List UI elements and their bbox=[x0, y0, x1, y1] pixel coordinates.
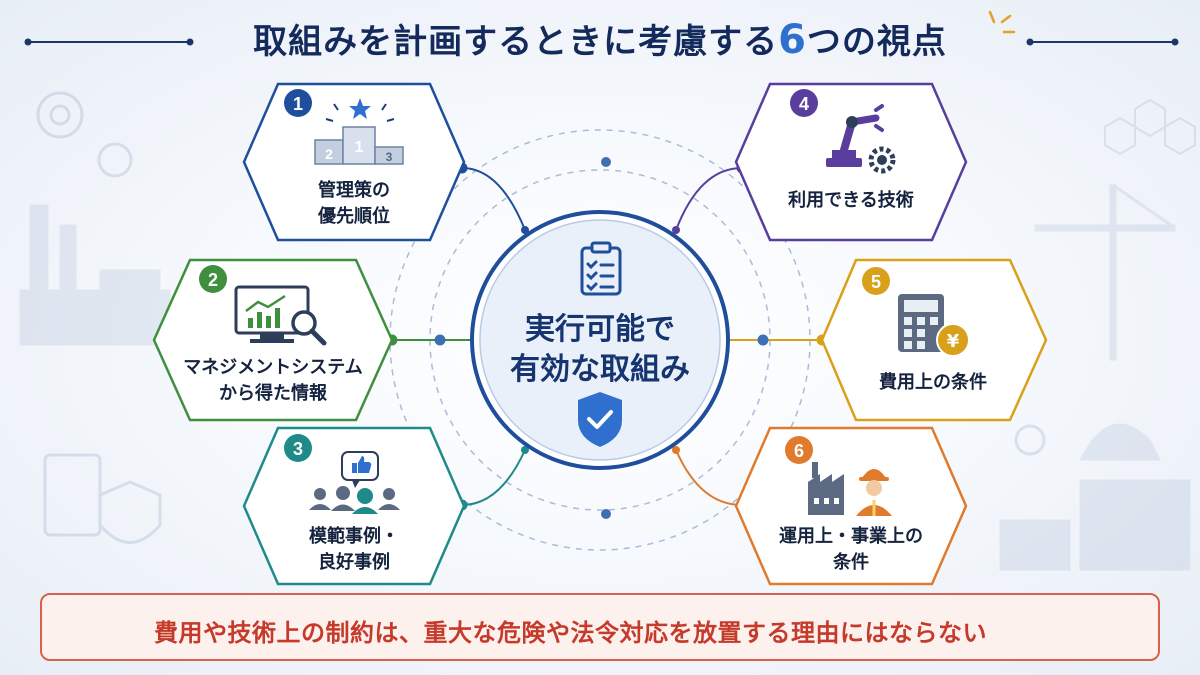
viewpoint-5-label: 費用上の条件 bbox=[853, 370, 1013, 396]
connector-3 bbox=[461, 449, 526, 506]
title-sparkle-icon bbox=[988, 10, 1016, 34]
center-label: 実行可能で 有効な取組み bbox=[490, 310, 710, 390]
robot-arm-gear-icon bbox=[826, 104, 896, 174]
podium-label-2: 2 bbox=[325, 146, 333, 162]
hexagon-2-number: 2 bbox=[208, 270, 218, 290]
warning-text: 費用や技術上の制約は、重大な危険や法令対応を放置する理由にはならない bbox=[154, 619, 987, 647]
viewpoint-6-label: 運用上・事業上の 条件 bbox=[767, 524, 935, 576]
factory-worker-icon bbox=[808, 462, 892, 516]
connector-6 bbox=[675, 449, 743, 506]
hexagon-6-number: 6 bbox=[794, 441, 804, 461]
viewpoint-4-line1: 利用できる技術 bbox=[788, 190, 914, 211]
viewpoint-3-line1: 模範事例・ bbox=[309, 526, 399, 547]
viewpoint-6-line1: 運用上・事業上の bbox=[779, 526, 923, 547]
clipboard-checklist-icon bbox=[580, 241, 622, 296]
connector-4 bbox=[675, 167, 743, 231]
title-rule-right bbox=[1026, 38, 1179, 46]
title-rule-left bbox=[24, 38, 194, 46]
calculator-yen-icon: ¥ bbox=[898, 294, 970, 357]
title-number: 6 bbox=[778, 17, 807, 63]
viewpoint-2-line2: から得た情報 bbox=[219, 383, 327, 404]
connector-1 bbox=[461, 167, 526, 231]
center-circle bbox=[470, 210, 730, 470]
title-suffix: つの視点 bbox=[806, 22, 947, 62]
viewpoint-5-line1: 費用上の条件 bbox=[879, 372, 987, 393]
hexagon-6: 6 bbox=[734, 426, 968, 586]
warning-banner: 費用や技術上の制約は、重大な危険や法令対応を放置する理由にはならない bbox=[40, 593, 1160, 661]
yen-symbol: ¥ bbox=[947, 331, 960, 352]
viewpoint-6-line2: 条件 bbox=[833, 552, 869, 573]
hexagon-5-number: 5 bbox=[871, 272, 881, 292]
viewpoint-4-label: 利用できる技術 bbox=[771, 188, 931, 214]
center-line1: 実行可能で bbox=[525, 312, 675, 347]
hexagon-4-number: 4 bbox=[799, 94, 809, 114]
podium-label-3: 3 bbox=[386, 150, 393, 164]
hexagon-1-number: 1 bbox=[293, 94, 303, 114]
podium-label-1: 1 bbox=[355, 139, 364, 156]
center-line2: 有効な取組み bbox=[510, 352, 690, 387]
page-title: 取組みを計画するときに考慮する6つの視点 bbox=[0, 14, 1200, 63]
monitor-analytics-icon bbox=[234, 285, 327, 346]
viewpoint-1-label: 管理策の 優先順位 bbox=[274, 178, 434, 230]
team-thumbs-up-icon bbox=[309, 451, 400, 514]
viewpoint-1-line1: 管理策の bbox=[318, 180, 390, 201]
viewpoint-3-label: 模範事例・ 良好事例 bbox=[274, 524, 434, 576]
viewpoint-2-label: マネジメントシステム から得た情報 bbox=[166, 355, 380, 407]
viewpoint-2-line1: マネジメントシステム bbox=[183, 357, 363, 378]
shield-check-icon bbox=[578, 392, 622, 447]
ring-dot-top bbox=[601, 157, 611, 167]
viewpoint-3-line2: 良好事例 bbox=[318, 552, 390, 573]
viewpoint-1-line2: 優先順位 bbox=[318, 206, 390, 227]
podium-ranking-icon: 2 1 3 bbox=[314, 98, 404, 165]
title-main: 取組みを計画するときに考慮する bbox=[253, 22, 779, 62]
hexagon-3: 3 bbox=[242, 426, 466, 586]
ring-dot-bottom bbox=[601, 509, 611, 519]
hexagon-3-number: 3 bbox=[293, 439, 303, 459]
